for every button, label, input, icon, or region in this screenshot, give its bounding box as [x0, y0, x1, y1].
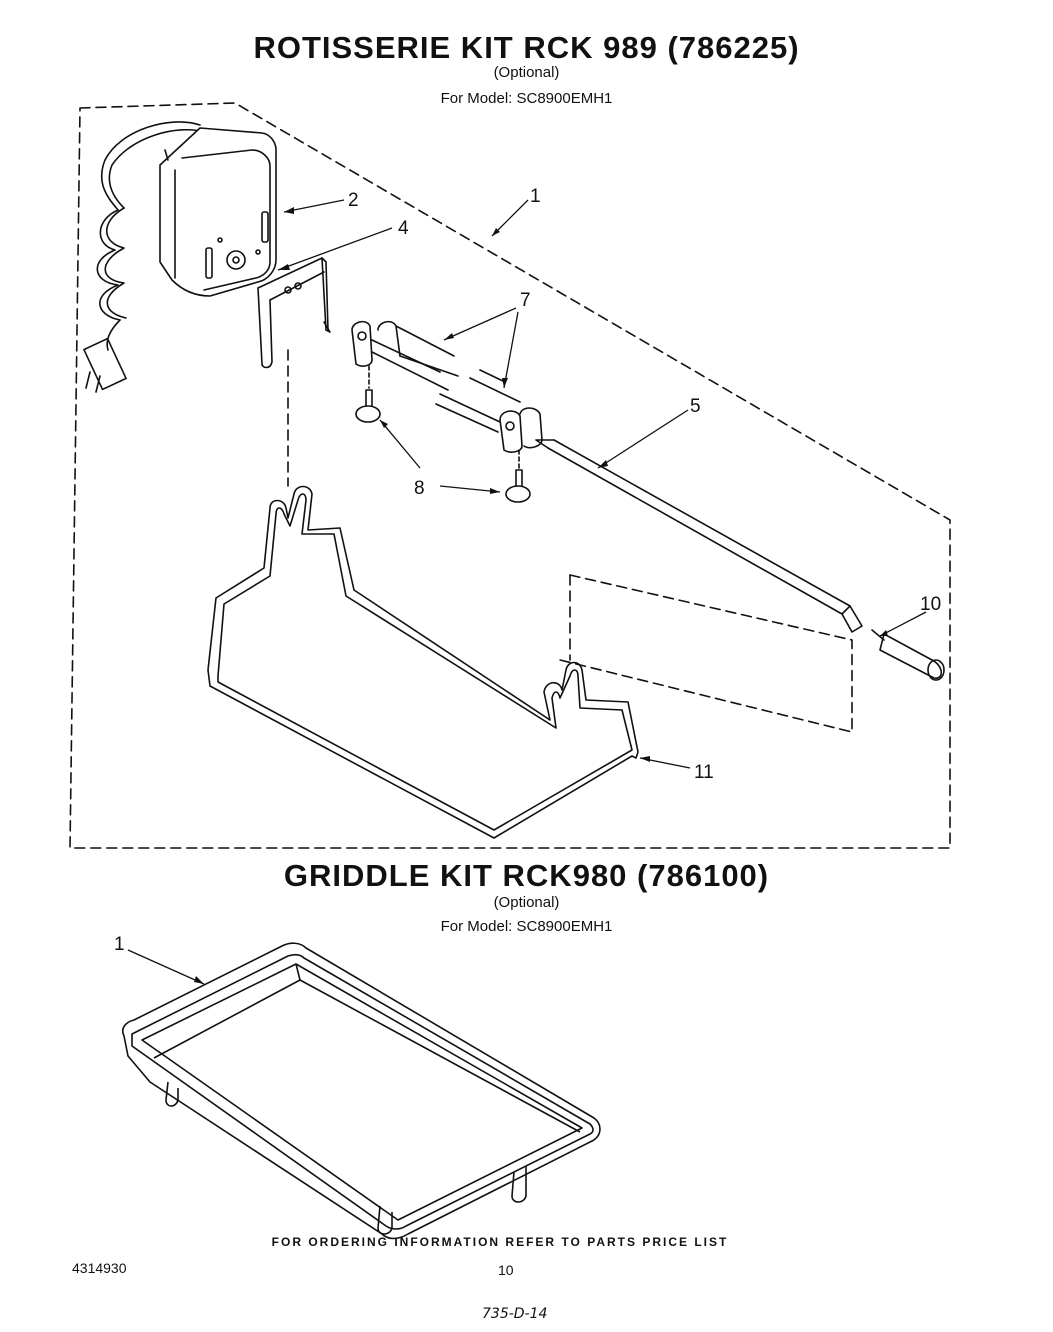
rotisserie-model-label: For Model: SC8900EMH1 — [440, 90, 613, 107]
spit-handle — [871, 629, 945, 681]
thumb-screws — [355, 365, 531, 503]
griddle-callout-1: 1 — [114, 934, 125, 955]
callout-2: 2 — [348, 190, 359, 211]
spit-forks — [351, 320, 543, 453]
callout-10: 10 — [920, 594, 941, 615]
callout-7: 7 — [520, 290, 531, 311]
callout-5: 5 — [690, 396, 701, 417]
callout-1: 1 — [530, 186, 541, 207]
page-number: 10 — [498, 1262, 514, 1278]
callout-11: 11 — [694, 762, 714, 783]
document-number: 4314930 — [72, 1260, 127, 1276]
griddle-pan — [121, 942, 601, 1240]
ordering-info-note: FOR ORDERING INFORMATION REFER TO PARTS … — [271, 1235, 729, 1249]
callout-8: 8 — [414, 478, 425, 499]
power-cord — [83, 121, 206, 393]
rotisserie-motor — [159, 127, 277, 297]
rotisserie-kit-title: ROTISSERIE KIT RCK 989 (786225) — [253, 30, 800, 65]
callout-4: 4 — [398, 218, 409, 239]
rotisserie-optional-label: (Optional) — [493, 64, 560, 81]
griddle-kit-title: GRIDDLE KIT RCK980 (786100) — [283, 858, 770, 893]
handwritten-code: 735-D-14 — [482, 1306, 548, 1322]
griddle-optional-label: (Optional) — [493, 894, 560, 911]
griddle-model-label: For Model: SC8900EMH1 — [440, 918, 613, 935]
spit-rod — [535, 439, 863, 633]
spit-rack — [207, 485, 639, 839]
motor-bracket — [257, 257, 331, 369]
kit-boundary — [69, 102, 951, 849]
